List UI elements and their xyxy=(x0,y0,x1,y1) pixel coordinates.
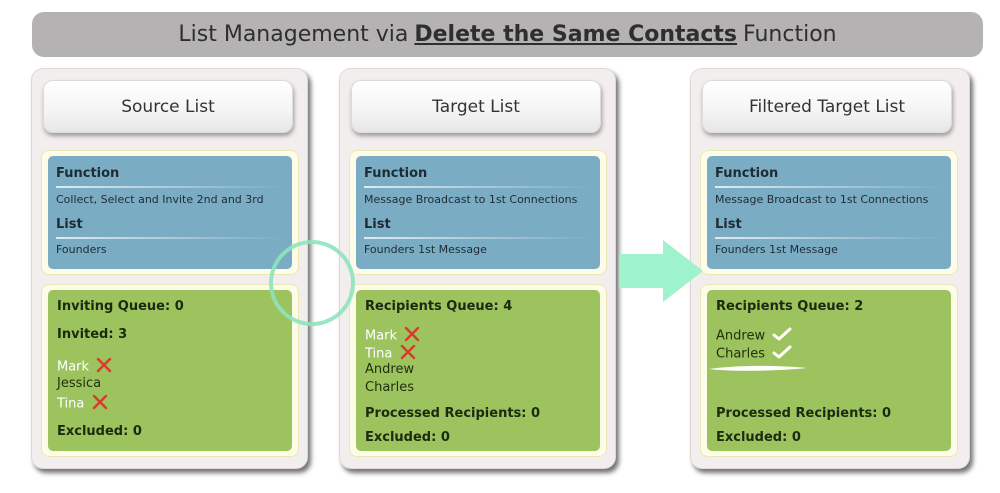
excluded-count: Excluded: 0 xyxy=(716,430,801,445)
checkmark-icon xyxy=(772,326,792,346)
divider xyxy=(715,186,945,188)
contact-name: Andrew xyxy=(365,362,415,377)
brush-stroke-underline xyxy=(709,365,807,371)
contact-name: Charles xyxy=(716,346,766,362)
source-info-frame: Function Collect, Select and Invite 2nd … xyxy=(41,150,299,275)
contact-name: Mark xyxy=(57,359,90,375)
function-value: Message Broadcast to 1st Connections xyxy=(715,193,929,206)
source-list-panel: Source List Function Collect, Select and… xyxy=(31,68,308,469)
divider xyxy=(56,186,286,188)
contact-name: Tina xyxy=(57,396,85,412)
target-queue-box: Recipients Queue: 4 Mark Tina Andrew Cha… xyxy=(356,290,600,451)
filtered-queue-frame: Recipients Queue: 2 Andrew Charles Proce… xyxy=(700,284,958,457)
inviting-queue-count: Inviting Queue: 0 xyxy=(57,299,184,314)
list-value: Founders xyxy=(56,243,107,256)
contact-name: Tina xyxy=(365,346,393,362)
cross-icon xyxy=(96,357,112,377)
recipients-queue-count: Recipients Queue: 2 xyxy=(716,299,864,314)
filtered-target-list-panel: Filtered Target List Function Message Br… xyxy=(690,68,970,469)
ring-connector-icon xyxy=(269,240,355,326)
list-label: List xyxy=(56,217,83,232)
contact-item: Charles xyxy=(716,344,792,364)
title-suffix: Function xyxy=(743,22,837,47)
divider xyxy=(715,237,945,239)
cross-icon xyxy=(400,344,416,364)
excluded-count: Excluded: 0 xyxy=(365,430,450,445)
contact-item: Charles xyxy=(365,380,414,395)
title-prefix: List Management via xyxy=(178,22,409,47)
processed-recipients-count: Processed Recipients: 0 xyxy=(365,406,541,421)
contact-item: Tina xyxy=(365,344,416,364)
cross-icon xyxy=(92,394,108,414)
target-list-panel: Target List Function Message Broadcast t… xyxy=(339,68,616,469)
source-info-box: Function Collect, Select and Invite 2nd … xyxy=(48,156,292,269)
contact-name: Mark xyxy=(365,328,398,344)
right-arrow-icon xyxy=(619,240,703,302)
target-info-frame: Function Message Broadcast to 1st Connec… xyxy=(349,150,607,275)
recipients-queue-count: Recipients Queue: 4 xyxy=(365,299,513,314)
contact-item: Andrew xyxy=(716,326,792,346)
contact-item: Tina xyxy=(57,394,108,414)
source-list-header[interactable]: Source List xyxy=(43,80,293,133)
title-highlight: Delete the Same Contacts xyxy=(414,22,738,47)
invited-count: Invited: 3 xyxy=(57,327,128,342)
contact-name: Andrew xyxy=(716,328,766,344)
title-banner: List Management via Delete the Same Cont… xyxy=(32,12,983,57)
filtered-queue-box: Recipients Queue: 2 Andrew Charles Proce… xyxy=(707,290,951,451)
filtered-info-frame: Function Message Broadcast to 1st Connec… xyxy=(700,150,958,275)
divider xyxy=(364,237,594,239)
contact-name: Jessica xyxy=(57,376,102,391)
list-value: Founders 1st Message xyxy=(364,243,487,256)
list-label: List xyxy=(364,217,391,232)
contact-item: Jessica xyxy=(57,376,101,391)
function-label: Function xyxy=(56,166,120,181)
checkmark-icon xyxy=(772,344,792,364)
function-label: Function xyxy=(715,166,779,181)
filtered-info-box: Function Message Broadcast to 1st Connec… xyxy=(707,156,951,269)
source-queue-frame: Inviting Queue: 0 Invited: 3 Mark Jessic… xyxy=(41,284,299,457)
function-value: Message Broadcast to 1st Connections xyxy=(364,193,578,206)
processed-recipients-count: Processed Recipients: 0 xyxy=(716,406,892,421)
contact-item: Mark xyxy=(57,357,112,377)
target-list-header[interactable]: Target List xyxy=(351,80,601,133)
divider xyxy=(364,186,594,188)
contact-name: Charles xyxy=(365,380,415,395)
contact-item: Mark xyxy=(365,326,420,346)
excluded-count: Excluded: 0 xyxy=(57,424,142,439)
list-value: Founders 1st Message xyxy=(715,243,838,256)
list-label: List xyxy=(715,217,742,232)
filtered-target-list-header[interactable]: Filtered Target List xyxy=(702,80,952,133)
contact-item: Andrew xyxy=(365,362,414,377)
cross-icon xyxy=(404,326,420,346)
target-queue-frame: Recipients Queue: 4 Mark Tina Andrew Cha… xyxy=(349,284,607,457)
function-label: Function xyxy=(364,166,428,181)
function-value: Collect, Select and Invite 2nd and 3rd xyxy=(56,193,264,206)
divider xyxy=(56,237,286,239)
target-info-box: Function Message Broadcast to 1st Connec… xyxy=(356,156,600,269)
source-queue-box: Inviting Queue: 0 Invited: 3 Mark Jessic… xyxy=(48,290,292,451)
